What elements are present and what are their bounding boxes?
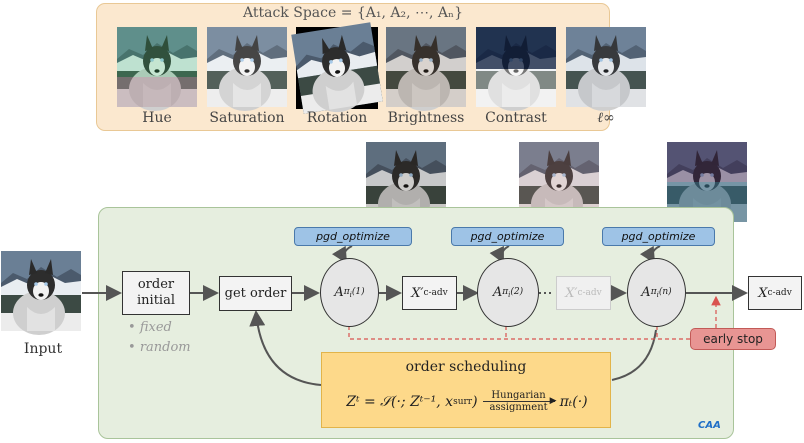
- input-label: Input: [23, 341, 63, 357]
- brightness-label: Brightness: [387, 110, 465, 126]
- early-stop-box: early stop: [690, 328, 776, 350]
- order-initial-line1: order: [137, 277, 175, 292]
- get-order-box: get order: [219, 276, 292, 311]
- order-initial-box: order initial: [122, 271, 190, 315]
- order-scheduling-title: order scheduling: [405, 359, 527, 375]
- arrow-an-schedule: [611, 329, 657, 381]
- rotation-label: Rotation: [306, 110, 368, 126]
- hungarian-arrow: Hungarian ▶ assignment: [482, 390, 557, 414]
- pgd-optimize-1: pgd_optimize: [294, 227, 412, 246]
- saturation-thumbnail: [207, 27, 287, 111]
- attack-space-title: Attack Space = {A₁, A₂, ⋯, Aₙ}: [242, 5, 464, 21]
- x-cadv-intermediate-1: X′c-adv: [402, 276, 457, 310]
- linf-thumbnail: [566, 27, 646, 111]
- early-stop-dashed-1: [348, 326, 690, 340]
- rotation-thumbnail: [291, 22, 384, 118]
- contrast-thumbnail: [476, 27, 556, 111]
- order-option-fixed: • fixed: [128, 320, 172, 335]
- contrast-label: Contrast: [485, 110, 547, 126]
- brightness-thumbnail: [386, 27, 466, 111]
- order-option-random: • random: [128, 340, 191, 355]
- saturation-label: Saturation: [209, 110, 285, 126]
- order-initial-line2: initial: [137, 293, 175, 308]
- caa-tag: CAA: [698, 420, 721, 431]
- pgd-optimize-n: pgd_optimize: [602, 227, 715, 246]
- hue-label: Hue: [142, 110, 172, 126]
- x-cadv-intermediate-2: X′c-adv: [556, 276, 611, 310]
- arrow-schedule-get: [249, 310, 322, 386]
- linf-label: ℓ∞: [597, 110, 615, 126]
- hue-thumbnail: [117, 27, 197, 111]
- pgd-optimize-2: pgd_optimize: [451, 227, 564, 246]
